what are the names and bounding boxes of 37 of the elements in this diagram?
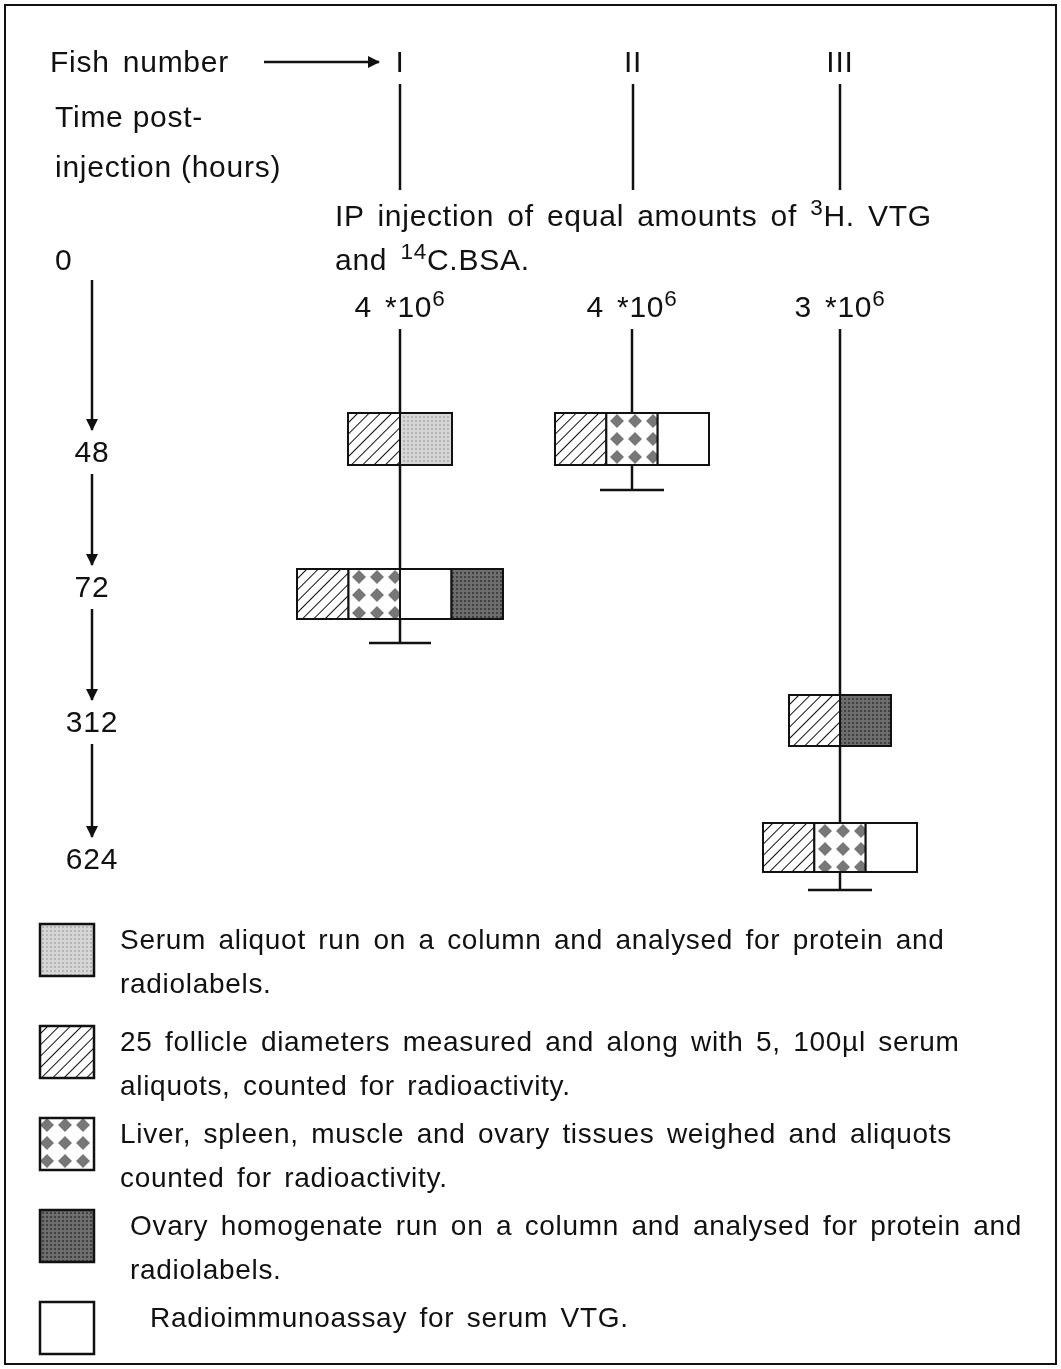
node-text: II — [622, 44, 644, 80]
legend-text: Ovary homogenate run on a column and analysed for protein and radiolabels. — [130, 1209, 1024, 1287]
sample-bar — [554, 412, 710, 466]
node-text: 3 *10$^{6}$ — [793, 285, 887, 325]
legend-text: Liver, spleen, muscle and ovary tissues weighed and aliquots counted for radioactivity. — [120, 1117, 953, 1195]
connector-line — [398, 466, 402, 568]
node-text: 624 — [64, 841, 120, 877]
connector-line — [631, 84, 635, 190]
node-text: 72 — [73, 569, 111, 605]
node-text: 4 *10$^{6}$ — [585, 285, 679, 325]
node-text: 48 — [73, 434, 111, 470]
node-text: I — [394, 44, 406, 80]
connector-line — [838, 747, 842, 822]
connector-line — [838, 84, 842, 190]
legend-text: Serum aliquot run on a column and analysed for protein and radiolabels. — [120, 923, 946, 1001]
legend-text: 25 follicle diameters measured and along with 5, 100µl serum aliquots, counted for radioactivity. — [120, 1025, 961, 1103]
arrow — [264, 56, 380, 68]
axis-label: Time post-injection (hours) — [55, 99, 283, 185]
node-text: Fish number — [50, 44, 230, 80]
node-text: III — [825, 44, 855, 80]
node-text: 312 — [64, 704, 120, 740]
node-text: IP injection of equal amounts of $^{3}$H. VTG and $^{14}$C.BSA. — [335, 194, 933, 278]
sample-bar — [296, 568, 504, 620]
sample-bar — [788, 694, 892, 747]
arrow — [86, 474, 98, 566]
node-text: 0 — [55, 242, 74, 278]
arrow — [86, 744, 98, 838]
arrow — [86, 609, 98, 701]
connector-line — [838, 329, 842, 694]
sample-bar — [762, 822, 918, 873]
connector-line — [398, 329, 402, 412]
sample-bar — [347, 412, 453, 466]
connector-line — [398, 84, 402, 190]
arrow — [86, 280, 98, 431]
legend-text: Radioimmunoassay for serum VTG. — [150, 1301, 630, 1335]
node-text: 4 *10$^{6}$ — [353, 285, 447, 325]
connector-line — [630, 329, 634, 412]
